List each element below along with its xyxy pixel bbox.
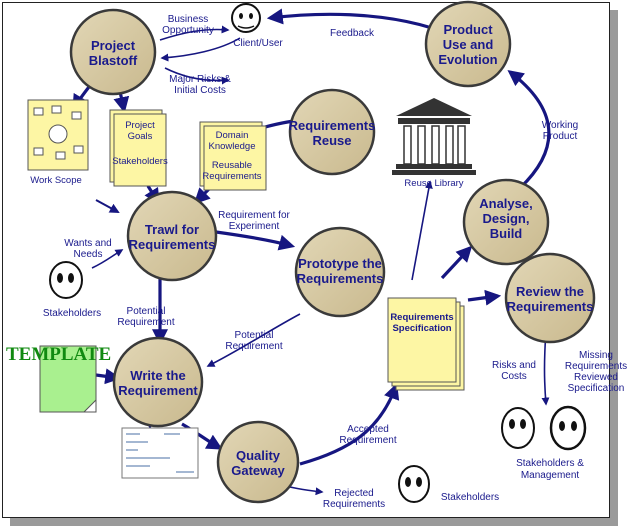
arrow-blastoff-to-client [159,25,230,41]
arrow-workscope-to-trawl [95,199,120,213]
arrow-trawl-to-prototype [215,230,296,251]
doc-work-scope: Work Scope [27,99,89,186]
arrow-quality-to-spec [299,382,400,466]
stakeholders-bottom-label: Stakeholders [441,492,499,503]
work-scope-label: Work Scope [30,175,82,186]
arrow-spec-to-analyse [440,245,473,280]
arrow-client-to-blastoff [160,37,241,62]
template-label: TEMPLATE [6,344,111,365]
client-user-icon: Client/User [231,3,283,49]
reuse-library-icon: Reuse Library [392,98,476,189]
arrow-analyse-to-product [507,70,551,190]
stakeholders-left-icon: Stakeholders [43,261,101,319]
stakeholders-mgmt-icon: Stakeholders &Management [501,405,587,481]
client-user-label: Client/User [233,38,283,49]
arrow-stakeholders-to-trawl [91,249,124,269]
arrow-spec-to-review [467,289,502,306]
filled-form-icon [121,427,199,479]
svg-text:Analyse,Design,Build: Analyse,Design,Build [479,196,532,241]
arrow-feedback [266,8,433,30]
doc-template: TEMPLATE [6,344,111,413]
reuse-library-label: Reuse Library [404,178,463,189]
stakeholders-bottom-icon: Stakeholders [398,465,499,503]
process-analyse[interactable]: Analyse,Design,Build [462,178,550,266]
stakeholders-doc-label: Stakeholders [112,156,168,167]
arrow-prototype-to-write [206,313,301,367]
arrow-risks [164,67,230,85]
svg-text:Feedback: Feedback [330,28,375,39]
arrow-form-to-quality [181,422,223,450]
arrow-spec-to-library [411,180,433,281]
svg-text:Stakeholders &Management: Stakeholders &Management [516,458,584,481]
svg-text:Major Risks &Initial Costs: Major Risks &Initial Costs [169,74,231,96]
stakeholders-left-label: Stakeholders [43,308,101,319]
process-label: Project [91,38,136,53]
